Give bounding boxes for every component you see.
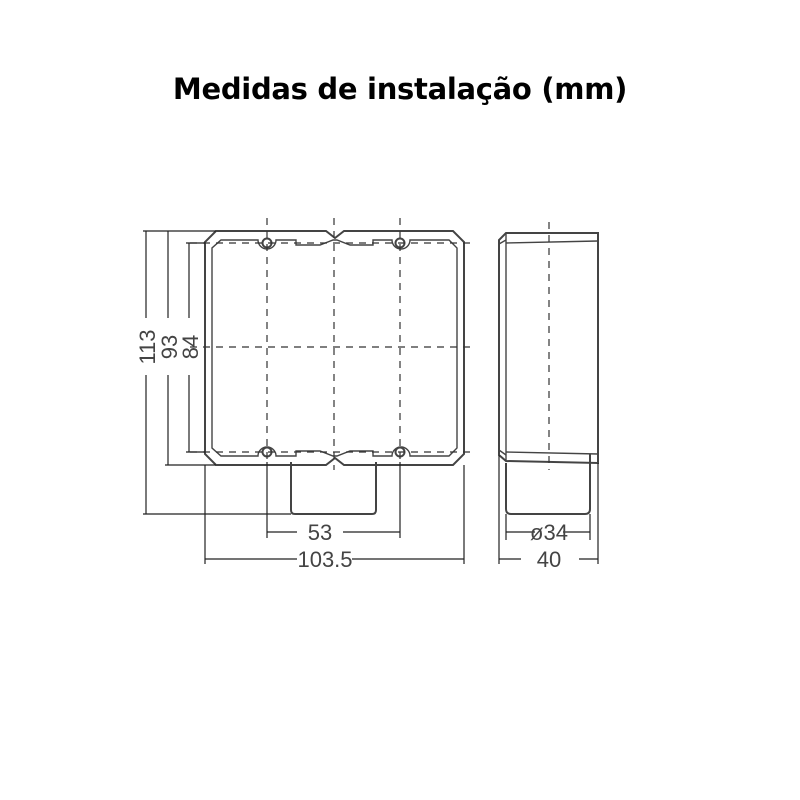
side-dimensions: ø34 40 — [498, 455, 599, 572]
bottom-gland — [290, 462, 377, 515]
page-title: Medidas de instalação (mm) — [172, 72, 628, 106]
dim-total-width: 103.5 — [297, 547, 352, 572]
dim-hole-spacing-vertical: 84 — [178, 335, 203, 359]
body-inner-outline — [211, 239, 458, 457]
dim-hole-spacing-horizontal: 53 — [308, 520, 332, 545]
front-view — [190, 218, 472, 515]
front-dimensions: 113 93 84 53 103.5 — [135, 230, 465, 572]
dim-total-height: 113 — [135, 329, 160, 364]
side-gland — [505, 454, 591, 515]
body-outer-outline — [204, 230, 465, 466]
dim-depth: 40 — [537, 547, 561, 572]
dim-inner-diameter: ø34 — [530, 520, 568, 545]
dim-body-height: 93 — [157, 335, 182, 359]
side-view — [498, 222, 599, 515]
